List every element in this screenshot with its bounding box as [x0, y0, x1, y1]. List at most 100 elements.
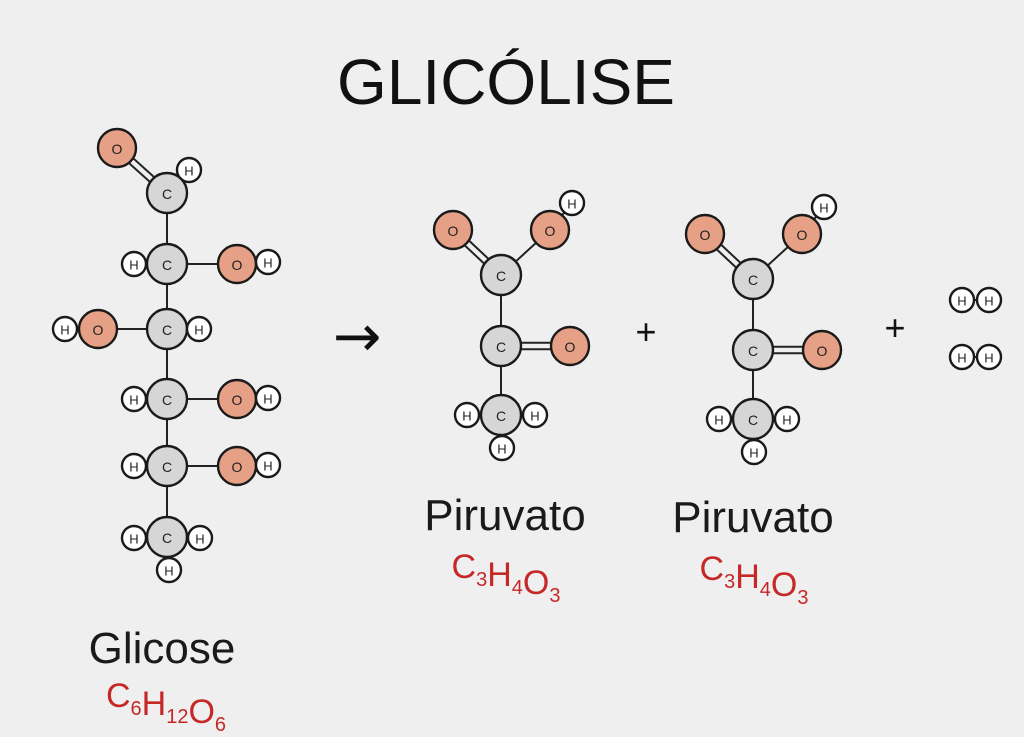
- carbon-atom-label: C: [162, 459, 172, 475]
- hydrogen-atom: H: [186, 524, 214, 552]
- pyruvate-1-formula: C3H4O3: [452, 548, 561, 607]
- hydrogen-atom: H: [155, 556, 183, 584]
- carbon-atom: C: [145, 242, 189, 286]
- formula-subscript: 6: [131, 698, 142, 720]
- carbon-atom-label: C: [748, 343, 758, 359]
- oxygen-atom: O: [216, 243, 258, 285]
- formula-subscript: 6: [215, 714, 226, 736]
- carbon-atom-label: C: [496, 408, 506, 424]
- oxygen-atom-label: O: [797, 227, 808, 243]
- pyruvate-2-name: Piruvato: [672, 493, 833, 542]
- hydrogen-atom: H: [254, 384, 282, 412]
- oxygen-atom: O: [801, 329, 843, 371]
- glucose-formula: C6H12O6: [106, 677, 226, 736]
- hydrogen-atom: H: [948, 343, 976, 371]
- hydrogen-atom-circle: [773, 405, 801, 433]
- formula-subscript: 3: [549, 585, 560, 607]
- oxygen-atom: O: [216, 378, 258, 420]
- plus-sign-1: +: [635, 311, 656, 352]
- hydrogen-atom-label: H: [984, 351, 993, 366]
- formula-element: H: [487, 556, 512, 594]
- carbon-atom-label: C: [748, 272, 758, 288]
- formula-element: C: [700, 550, 725, 588]
- oxygen-atom: O: [549, 325, 591, 367]
- carbon-atom: C: [145, 171, 189, 215]
- carbon-atom-label: C: [162, 530, 172, 546]
- oxygen-atom-label: O: [565, 339, 576, 355]
- glucose-name: Glicose: [89, 624, 236, 673]
- hydrogen-atom-label: H: [957, 294, 966, 309]
- oxygen-atom: O: [432, 209, 474, 251]
- formula-subscript: 3: [476, 569, 487, 591]
- oxygen-atom: O: [529, 209, 571, 251]
- oxygen-atom: O: [684, 213, 726, 255]
- hydrogen-atom-circle: [186, 524, 214, 552]
- oxygen-atom-label: O: [232, 459, 243, 475]
- hydrogen-atom-label: H: [819, 201, 828, 216]
- formula-element: C: [452, 548, 477, 586]
- formula-element: C: [106, 677, 131, 715]
- hydrogen-atom-label: H: [194, 323, 203, 338]
- hydrogen-atom-circle: [948, 286, 976, 314]
- oxygen-atom-label: O: [545, 223, 556, 239]
- hydrogen-atom-label: H: [497, 442, 506, 457]
- hydrogen-atom-circle: [810, 193, 838, 221]
- hydrogen-atom-label: H: [984, 294, 993, 309]
- carbon-atom: C: [145, 444, 189, 488]
- hydrogen-atom-label: H: [129, 258, 138, 273]
- oxygen-atom-circle: [781, 213, 823, 255]
- hydrogen-atom: H: [175, 156, 203, 184]
- hydrogen-atom: H: [120, 452, 148, 480]
- oxygen-atom-label: O: [93, 322, 104, 338]
- hydrogen-atom: H: [120, 385, 148, 413]
- hydrogen-atom-label: H: [195, 532, 204, 547]
- hydrogen-atom-circle: [975, 286, 1003, 314]
- hydrogen-atom: H: [120, 250, 148, 278]
- hydrogen-atom-circle: [120, 524, 148, 552]
- carbon-atom: C: [145, 515, 189, 559]
- oxygen-atom: O: [96, 127, 138, 169]
- carbon-atom: C: [731, 397, 775, 441]
- plus-sign-2: +: [884, 307, 905, 348]
- hydrogen-atom-circle: [521, 401, 549, 429]
- formula-subscript: 3: [797, 587, 808, 609]
- formula-element: O: [188, 693, 214, 731]
- hydrogen-atom: H: [521, 401, 549, 429]
- hydrogen-atom-circle: [453, 401, 481, 429]
- hydrogen-atom-label: H: [462, 409, 471, 424]
- hydrogen-atom: H: [254, 248, 282, 276]
- carbon-atom-label: C: [162, 186, 172, 202]
- hydrogen-atom-circle: [975, 343, 1003, 371]
- oxygen-atom-circle: [684, 213, 726, 255]
- hydrogen-atom: H: [975, 286, 1003, 314]
- carbon-atom: C: [479, 253, 523, 297]
- formula-element: O: [523, 564, 549, 602]
- carbon-atom-label: C: [162, 392, 172, 408]
- carbon-atom-circle: [479, 324, 523, 368]
- carbon-atom: C: [145, 307, 189, 351]
- formula-subscript: 12: [166, 706, 188, 728]
- carbon-atom: C: [731, 328, 775, 372]
- oxygen-atom-circle: [801, 329, 843, 371]
- hydrogen-atom-label: H: [60, 323, 69, 338]
- hydrogen-atom: H: [975, 343, 1003, 371]
- hydrogen-atom-circle: [155, 556, 183, 584]
- carbon-atom-circle: [731, 328, 775, 372]
- carbon-atom-label: C: [162, 257, 172, 273]
- hydrogen-atom: H: [773, 405, 801, 433]
- hydrogen-atom: H: [705, 405, 733, 433]
- hydrogen-atom: H: [254, 451, 282, 479]
- pyruvate-1-name: Piruvato: [424, 491, 585, 540]
- hydrogen-atom-label: H: [957, 351, 966, 366]
- hydrogen-atom-circle: [558, 189, 586, 217]
- oxygen-atom: O: [216, 445, 258, 487]
- hydrogen-atom: H: [558, 189, 586, 217]
- carbon-atom-circle: [731, 257, 775, 301]
- formula-element: H: [735, 558, 760, 596]
- oxygen-atom-label: O: [817, 343, 828, 359]
- oxygen-atom-label: O: [232, 257, 243, 273]
- formula-subscript: 3: [724, 571, 735, 593]
- hydrogen-atom-label: H: [129, 532, 138, 547]
